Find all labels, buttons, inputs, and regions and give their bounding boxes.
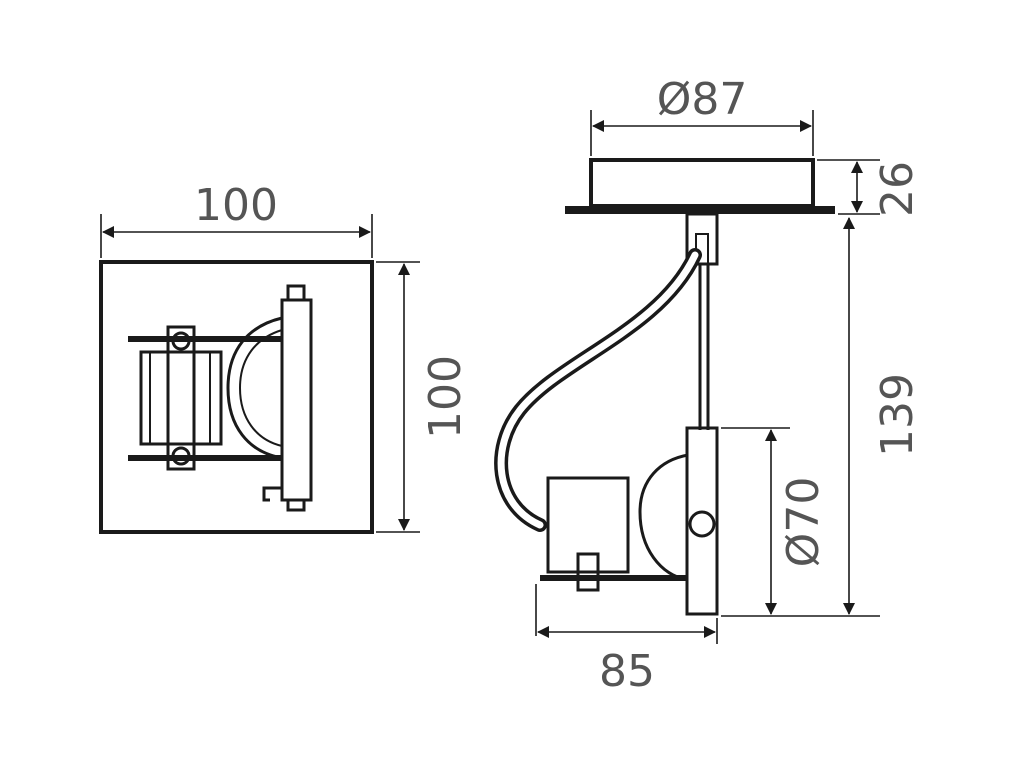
side-base-plate	[565, 206, 835, 214]
front-bolt-top	[171, 331, 191, 351]
front-housing-outline	[99, 260, 374, 534]
front-width-label: 100	[194, 180, 278, 231]
side-depth-label: 85	[599, 646, 655, 697]
side-reflector	[638, 453, 689, 582]
side-lamp-ring	[685, 426, 719, 616]
front-bolt-bottom	[171, 446, 191, 466]
side-base-height-label: 26	[872, 161, 923, 217]
front-lamp-ring	[280, 298, 313, 502]
front-height-label: 100	[420, 355, 471, 439]
front-view: 100 100	[99, 180, 471, 534]
side-pivot-knob	[688, 510, 716, 538]
side-transformer	[546, 476, 630, 574]
side-lamp-diameter-label: Ø70	[778, 477, 829, 568]
side-base-diameter-label: Ø87	[657, 74, 748, 125]
side-base-box	[589, 158, 815, 208]
front-reflector-inner	[238, 329, 283, 447]
side-view: Ø87 26 139 Ø70 85	[494, 74, 923, 697]
side-total-height-label: 139	[872, 373, 923, 457]
front-bracket	[166, 325, 196, 471]
front-reflector	[226, 316, 283, 460]
front-transformer	[139, 350, 223, 446]
